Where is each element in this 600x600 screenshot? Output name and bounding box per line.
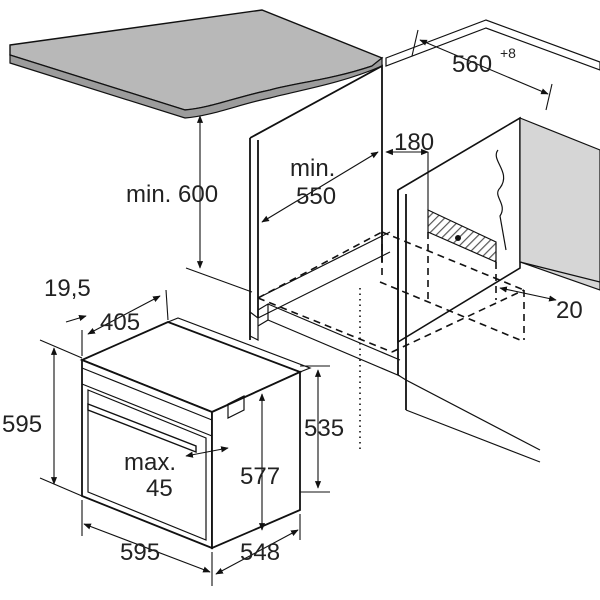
dimension-labels: 560 +8 180 min. 550 min. 600 20 19,5 405… bbox=[2, 45, 583, 566]
label-width-cutout: 560 bbox=[452, 51, 492, 78]
label-door-depth: 405 bbox=[100, 309, 140, 336]
label-height-min: min. 600 bbox=[126, 181, 218, 208]
label-height-inner: 577 bbox=[240, 463, 280, 490]
label-height-total: 595 bbox=[2, 411, 42, 438]
label-handle-max-2: 45 bbox=[146, 475, 173, 502]
label-handle-max-1: max. bbox=[124, 449, 176, 476]
label-width-cutout-sup: +8 bbox=[500, 45, 516, 61]
right-worktop bbox=[385, 19, 600, 71]
label-depth-min-2: 550 bbox=[296, 183, 336, 210]
label-front-offset: 19,5 bbox=[44, 275, 91, 302]
label-vent: 180 bbox=[394, 129, 434, 156]
cabinet-niche bbox=[249, 64, 401, 377]
dimension-lines bbox=[39, 29, 557, 586]
worktop bbox=[9, 9, 384, 119]
label-depth-min-1: min. bbox=[290, 155, 335, 182]
label-height-body: 535 bbox=[304, 415, 344, 442]
label-depth-total: 548 bbox=[240, 539, 280, 566]
oven bbox=[79, 317, 312, 550]
label-side-gap: 20 bbox=[556, 297, 583, 324]
label-width-total: 595 bbox=[120, 539, 160, 566]
